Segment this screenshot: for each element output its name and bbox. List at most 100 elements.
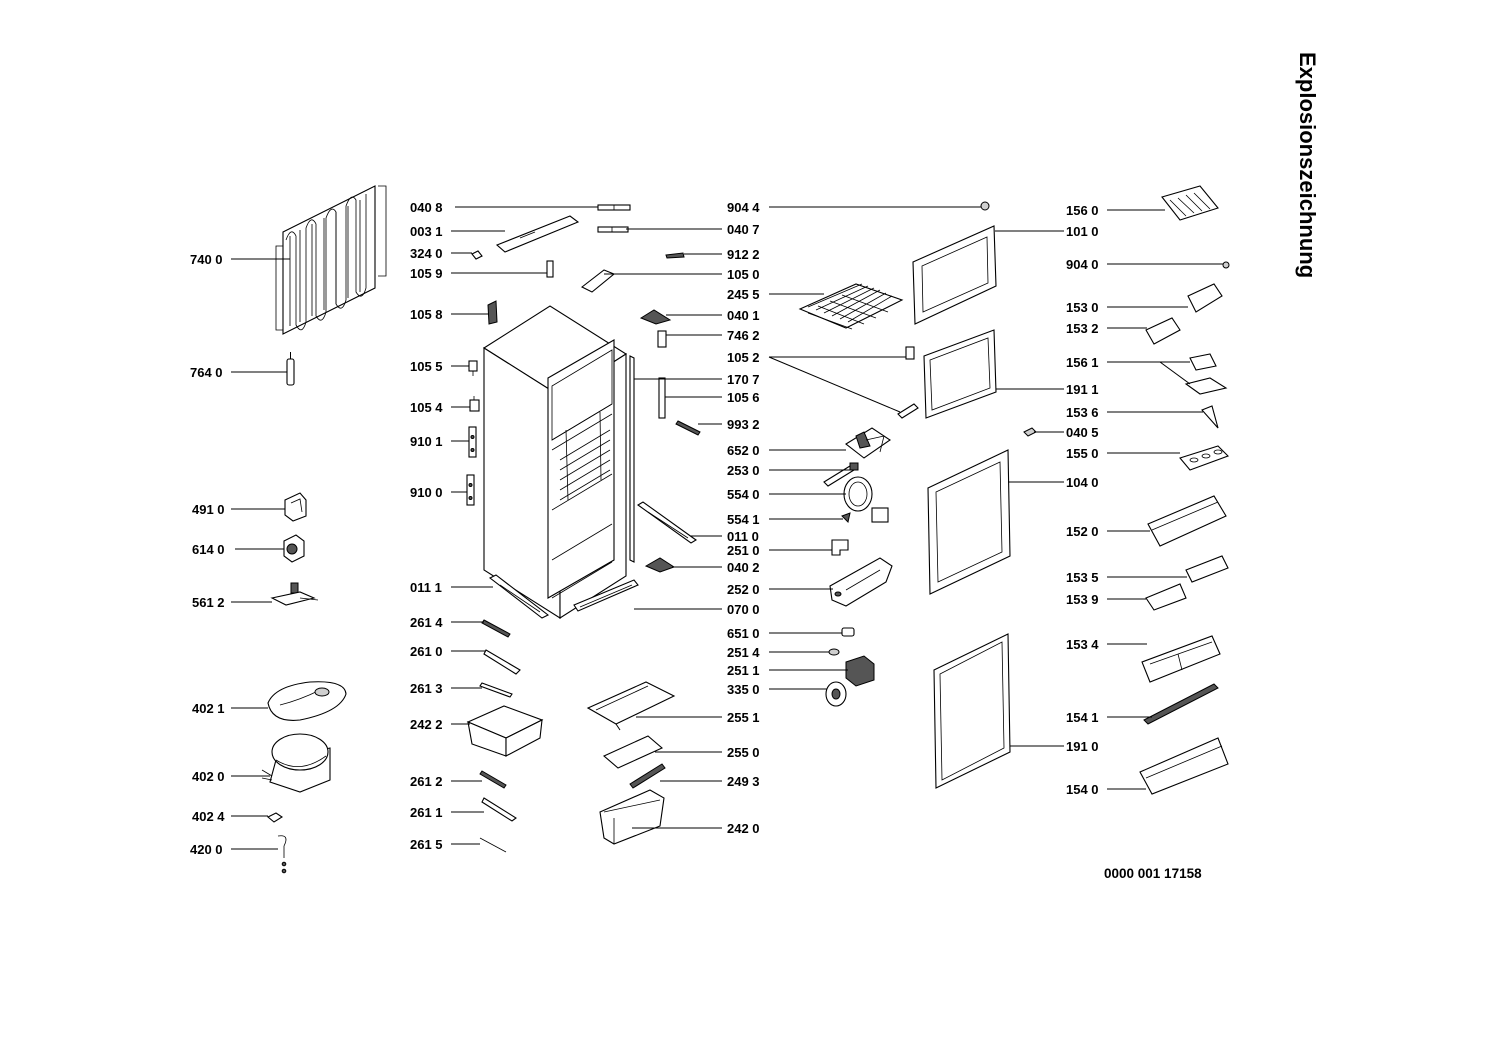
label-420: 420 0 [190, 842, 223, 857]
label-2612: 261 2 [410, 774, 443, 789]
clip-5541 [841, 512, 851, 523]
document-number: 0000 001 17158 [1104, 866, 1202, 881]
label-251 [831, 539, 849, 556]
label-4021: 402 1 [192, 701, 225, 716]
bottle-bin-154 [1139, 737, 1229, 795]
screw-9122 [665, 252, 685, 259]
part-1054 [469, 396, 480, 412]
label-9044: 904 4 [727, 200, 760, 215]
compressor-cover-4021 [267, 681, 347, 721]
rail-261 [483, 649, 521, 675]
label-652: 652 0 [727, 443, 760, 458]
bin-1534 [1141, 635, 1221, 683]
label-335: 335 0 [727, 682, 760, 697]
label-9932: 993 2 [727, 417, 760, 432]
cable-420 [277, 835, 287, 874]
label-1059: 105 9 [410, 266, 443, 281]
label-0402: 040 2 [727, 560, 760, 575]
bracket-0401 [639, 309, 672, 325]
label-0405: 040 5 [1066, 425, 1099, 440]
label-9101: 910 1 [410, 434, 443, 449]
label-2614: 261 4 [410, 615, 443, 630]
label-255: 255 0 [727, 745, 760, 760]
box-1561 [1184, 353, 1228, 395]
label-1539: 153 9 [1066, 592, 1099, 607]
wire-shelf-2455 [798, 283, 904, 330]
rail-011 [636, 501, 698, 544]
label-651: 651 0 [727, 626, 760, 641]
label-910: 910 0 [410, 485, 443, 500]
condenser-coil-740 [275, 185, 387, 335]
label-152: 152 0 [1066, 524, 1099, 539]
compressor-402 [261, 733, 331, 793]
bin-1535 [1185, 555, 1229, 583]
rail-2614 [481, 619, 511, 638]
label-1561: 156 1 [1066, 355, 1099, 370]
rail-2612 [479, 770, 507, 789]
label-2493: 249 3 [727, 774, 760, 789]
label-2511: 251 1 [727, 663, 760, 678]
hinge-9101 [468, 426, 477, 458]
label-253: 253 0 [727, 463, 760, 478]
label-251: 251 0 [727, 543, 760, 558]
cover-strip-0031 [495, 215, 580, 253]
fan-assembly-652 [845, 427, 891, 459]
door-bin-152 [1147, 495, 1227, 547]
part-1055 [468, 360, 478, 376]
label-904: 904 0 [1066, 257, 1099, 272]
bracket-0402 [644, 557, 676, 573]
egg-tray-1532 [1145, 317, 1181, 345]
knob-904 [1222, 261, 1230, 269]
label-0408: 040 8 [410, 200, 443, 215]
hinge-1052-b [897, 403, 919, 419]
knob-9044 [980, 201, 990, 211]
label-1056: 105 6 [727, 390, 760, 405]
thermostat-5612 [270, 582, 319, 606]
fan-ring-554 [843, 476, 889, 523]
shelf-2551 [586, 681, 676, 731]
part-labels: 740 0 764 0 491 0 614 0 561 2 402 1 402 … [190, 200, 1099, 857]
label-155: 155 0 [1066, 446, 1099, 461]
label-242: 242 0 [727, 821, 760, 836]
label-5541: 554 1 [727, 512, 760, 527]
switch-2511 [845, 655, 875, 687]
bracket-4024 [267, 812, 284, 823]
housing-252 [829, 557, 893, 607]
label-011: 011 0 [727, 529, 759, 544]
egg-tray-153 [1187, 283, 1223, 313]
label-1052: 105 2 [727, 350, 760, 365]
glass-255 [602, 735, 664, 769]
filter-drier-764 [286, 352, 295, 386]
label-0111: 011 1 [410, 580, 442, 595]
hinge-pin-0407 [597, 226, 629, 233]
ice-tray-156 [1161, 185, 1219, 221]
knob-335 [825, 681, 847, 707]
relay-614 [283, 534, 305, 563]
rail-2611 [481, 797, 517, 822]
door-101 [912, 225, 997, 325]
gasket-1911 [923, 329, 997, 419]
label-1055: 105 5 [410, 359, 443, 374]
label-261: 261 0 [410, 644, 443, 659]
bar-1541 [1143, 683, 1219, 725]
label-764: 764 0 [190, 365, 223, 380]
sensor-253 [823, 462, 859, 487]
hinge-910 [466, 474, 475, 506]
hinge-1059 [546, 260, 554, 278]
label-1707: 170 7 [727, 372, 760, 387]
strip-1056 [658, 377, 666, 419]
hinge-1052-a [905, 346, 915, 360]
label-153: 153 0 [1066, 300, 1099, 315]
label-2455: 245 5 [727, 287, 760, 302]
label-2611: 261 1 [410, 805, 443, 820]
label-156: 156 0 [1066, 203, 1099, 218]
label-0031: 003 1 [410, 224, 443, 239]
cover-491 [284, 492, 307, 522]
door-104 [927, 449, 1011, 595]
strip-2493 [629, 763, 666, 789]
crisper-242 [599, 789, 665, 845]
label-1532: 153 2 [1066, 321, 1099, 336]
label-2551: 255 1 [727, 710, 760, 725]
label-1058: 105 8 [410, 307, 443, 322]
